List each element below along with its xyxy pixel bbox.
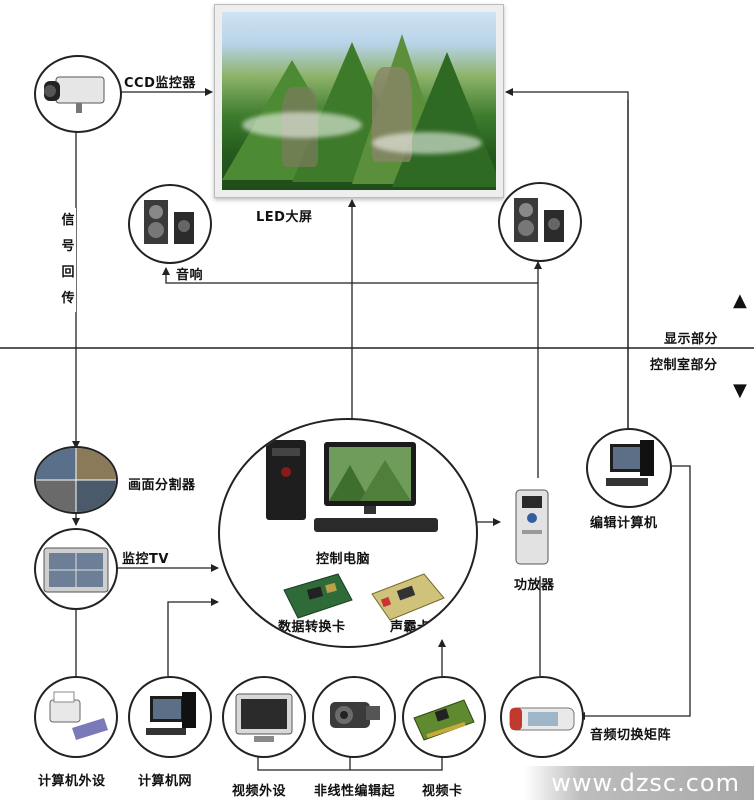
desktop-computer-icon [266,440,438,532]
edit-computer [586,428,672,508]
computer-icon [606,440,654,486]
screen-splitter-label: 画面分割器 [128,478,196,493]
tv-icon [43,547,109,593]
pc-network [128,676,212,758]
signal-return-label-4: 传 [60,286,76,312]
ccd-camera [34,55,122,133]
network-computer-icon [146,692,196,735]
left-speaker [128,184,212,264]
nonlinear-edit [312,676,396,758]
right-speaker [498,182,582,262]
amplifier-label: 功放器 [514,578,555,593]
signal-return-label-2: 号 [60,234,76,260]
audio-matrix-icon [509,707,575,731]
video-peripheral-label: 视频外设 [232,784,287,799]
led-screen-label: LED大屏 [256,210,313,225]
ccd-monitor-label: CCD监控器 [124,76,196,91]
amplifier-icon [515,489,549,565]
led-screen [214,4,504,198]
screen-splitter [34,446,118,514]
down-arrow-icon: ▼ [733,380,747,401]
splitter-icon [36,448,116,512]
monitor-tv [34,528,118,610]
network-to-pc-line [167,598,219,676]
audio-matrix-label: 音频切换矩阵 [590,728,672,743]
signal-return-label-1: 信 [60,208,76,234]
monitor-tv-label: 监控TV [122,552,169,567]
video-peripheral [222,676,306,758]
pc-peripheral-label: 计算机外设 [38,774,106,789]
edit-to-matrix-line [577,465,691,720]
display-section-label: 显示部分 [664,332,719,347]
watermark-text: www.dzsc.com [551,769,740,797]
data-card-label: 数据转换卡 [278,620,346,635]
audio-matrix [500,676,584,758]
video-card-label: 视频卡 [422,784,463,799]
pc-peripheral [34,676,118,758]
watermark: www.dzsc.com [524,766,754,800]
video-card-icon [413,699,475,741]
edit-to-led-line [505,88,629,440]
printer-icon [49,691,108,740]
camcorder-icon [330,702,380,728]
camera-icon [44,76,105,113]
amp-to-speaker-line [162,267,539,478]
video-card [402,676,486,758]
sound-card-icon [371,573,445,621]
nonlinear-edit-label: 非线性编辑起 [314,784,396,799]
control-pc-group: 控制电脑 数据转换卡 声霸卡 [218,418,478,648]
control-room-section-label: 控制室部分 [650,358,718,373]
speaker-icon [514,198,564,242]
landscape-image [222,12,496,190]
control-pc-label: 控制电脑 [316,552,371,567]
data-card-icon [283,573,353,619]
sound-card-label: 声霸卡 [390,620,431,635]
signal-return-label-3: 回 [60,260,76,286]
speaker-icon [144,200,194,244]
up-arrow-icon: ▲ [733,290,747,311]
pc-network-label: 计算机网 [138,774,193,789]
speaker-label: 音响 [176,268,204,283]
edit-computer-label: 编辑计算机 [590,516,658,531]
monitor-icon [235,693,293,742]
